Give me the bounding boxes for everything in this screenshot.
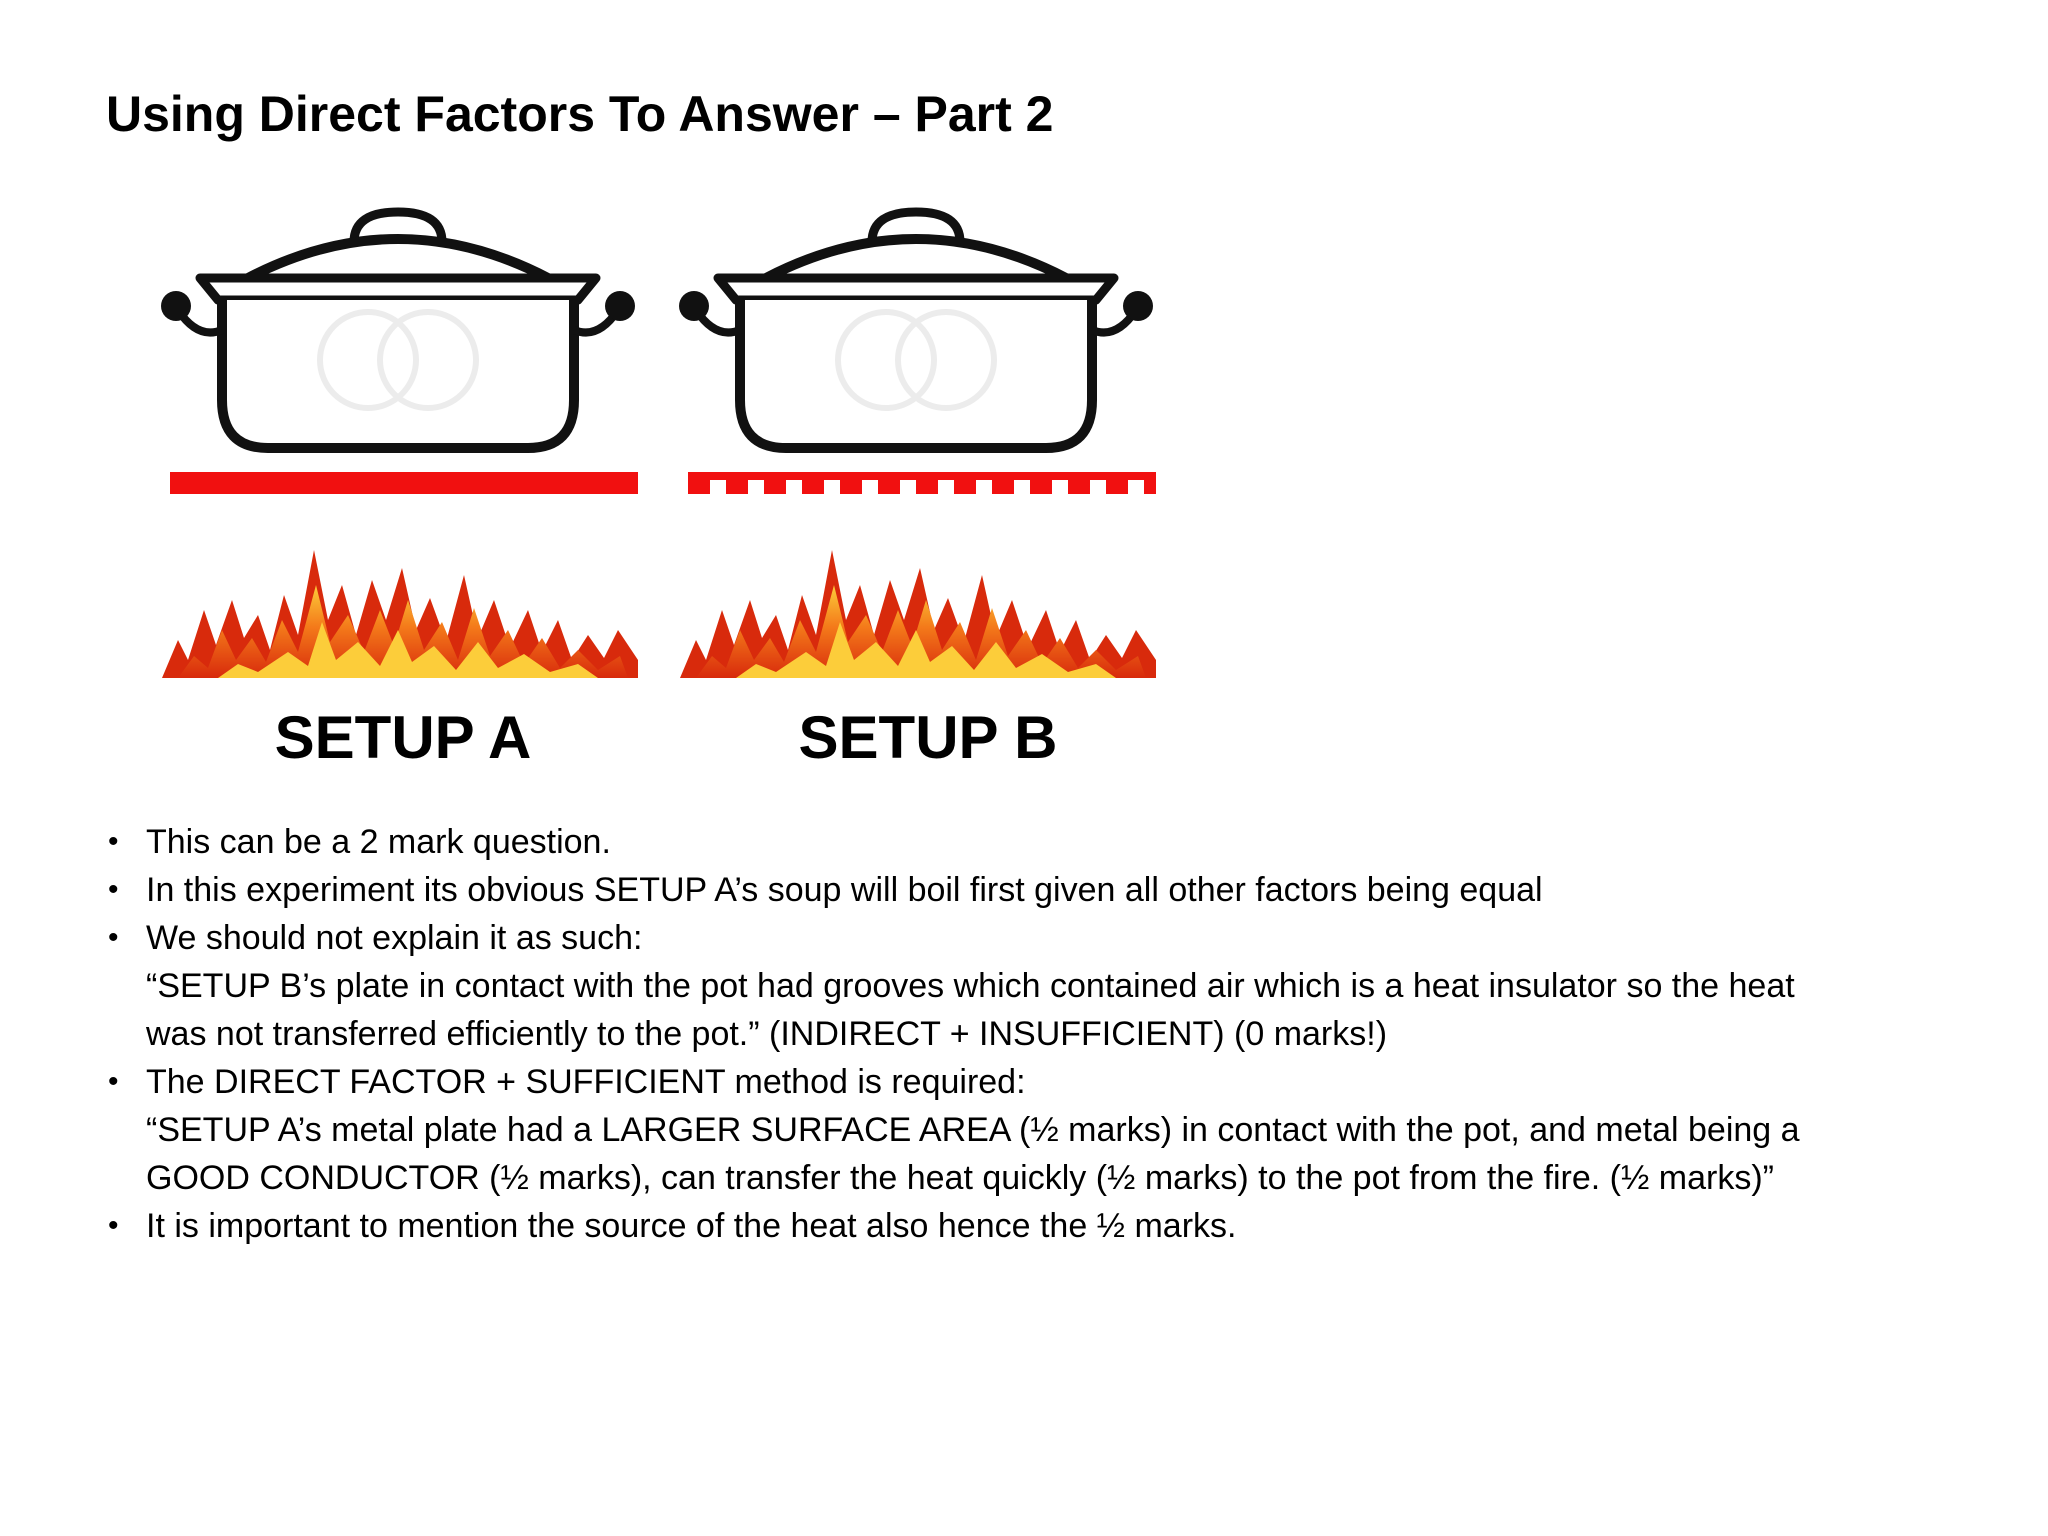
plate-tooth [840,478,862,494]
plate-tooth [688,478,710,494]
setup-b-label: SETUP B [798,704,1058,771]
bullet-quote-line: “SETUP B’s plate in contact with the pot… [146,967,1795,1005]
bullet-text: We should not explain it as such: [146,919,643,957]
grooved-plate [688,472,1156,494]
plate-tooth [726,478,748,494]
bullet-text: In this experiment its obvious SETUP A’s… [146,871,1543,909]
plate-tooth [1068,478,1090,494]
plate-tooth [1144,478,1156,494]
bullet-quote-line: “SETUP A’s metal plate had a LARGER SURF… [146,1111,1800,1149]
bullet-quote-line: was not transferred efficiently to the p… [146,1015,1388,1053]
bullet-list: • This can be a 2 mark question. • In th… [106,818,2006,1250]
plate-tooth [954,478,976,494]
bullet-dot-icon: • [108,1065,119,1098]
setup-b-svg [679,207,1156,678]
bullet-dot-icon: • [108,921,119,954]
bullet-quote-line: GOOD CONDUCTOR (½ marks), can transfer t… [146,1159,1774,1197]
flat-plate [170,472,638,494]
bullet-item: • This can be a 2 mark question. [106,818,2006,866]
plate-tooth [916,478,938,494]
bullet-dot-icon: • [108,1209,119,1242]
pot-icon [679,207,1153,453]
bullet-item: • We should not explain it as such: “SET… [106,914,2006,1058]
bullet-dot-icon: • [108,873,119,906]
plate-tooth [992,478,1014,494]
setup-a-svg [161,207,638,678]
plate-tooth [878,478,900,494]
bullet-dot-icon: • [108,825,119,858]
bullet-item: • It is important to mention the source … [106,1202,2006,1250]
plate-tooth [802,478,824,494]
fire-icon [162,550,638,678]
setup-a-label: SETUP A [274,704,532,771]
bullet-item: • In this experiment its obvious SETUP A… [106,866,2006,914]
plate-tooth [1030,478,1052,494]
plate-tooth [764,478,786,494]
bullet-text: The DIRECT FACTOR + SUFFICIENT method is… [146,1063,1026,1101]
fire-icon [680,550,1156,678]
plate-tooth [1106,478,1128,494]
setup-a-illustration [158,190,638,690]
slide-title: Using Direct Factors To Answer – Part 2 [106,86,1054,142]
bullet-text: This can be a 2 mark question. [146,823,611,861]
bullet-item: • The DIRECT FACTOR + SUFFICIENT method … [106,1058,2006,1202]
pot-icon [161,207,635,453]
setup-b-illustration [676,190,1156,690]
bullet-text: It is important to mention the source of… [146,1207,1237,1245]
